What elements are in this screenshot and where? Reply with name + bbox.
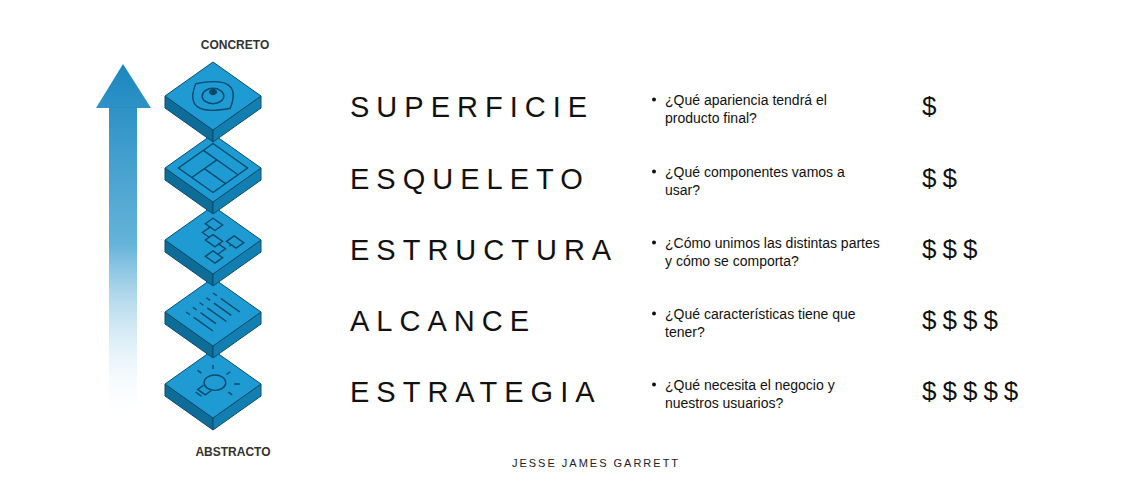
surface-tile <box>165 62 261 142</box>
layer-name: ESTRATEGIA <box>350 375 602 410</box>
scale-end-label: CONCRETO <box>201 38 269 52</box>
strategy-tile <box>165 350 261 430</box>
cost-indicator: $$$$$ <box>922 376 1024 407</box>
layer-question: ¿Qué características tiene que tener? <box>665 306 880 341</box>
skeleton-tile <box>165 134 261 214</box>
cost-indicator: $ <box>922 91 942 122</box>
structure-tile <box>165 206 261 286</box>
layer-name: ESQUELETO <box>350 162 590 197</box>
layer-name: ALCANCE <box>350 304 536 339</box>
cost-indicator: $$$ <box>922 234 983 265</box>
layer-name: SUPERFICIE <box>350 90 594 125</box>
layer-question: ¿Cómo unimos las distintas partes y cómo… <box>665 235 880 270</box>
scale-end-label: ABSTRACTO <box>195 445 270 459</box>
layer-question: ¿Qué necesita el negocio y nuestros usua… <box>665 377 880 412</box>
layer-name: ESTRUCTURA <box>350 233 618 268</box>
direction-arrow <box>96 64 151 425</box>
cost-indicator: $$$$ <box>922 305 1004 336</box>
layer-question: ¿Qué componentes vamos a usar? <box>665 164 880 199</box>
layer-question: ¿Qué apariencia tendrá el producto final… <box>665 92 880 127</box>
cost-indicator: $$ <box>922 163 963 194</box>
author-credit: JESSE JAMES GARRETT <box>512 457 680 470</box>
scope-tile <box>165 278 261 358</box>
